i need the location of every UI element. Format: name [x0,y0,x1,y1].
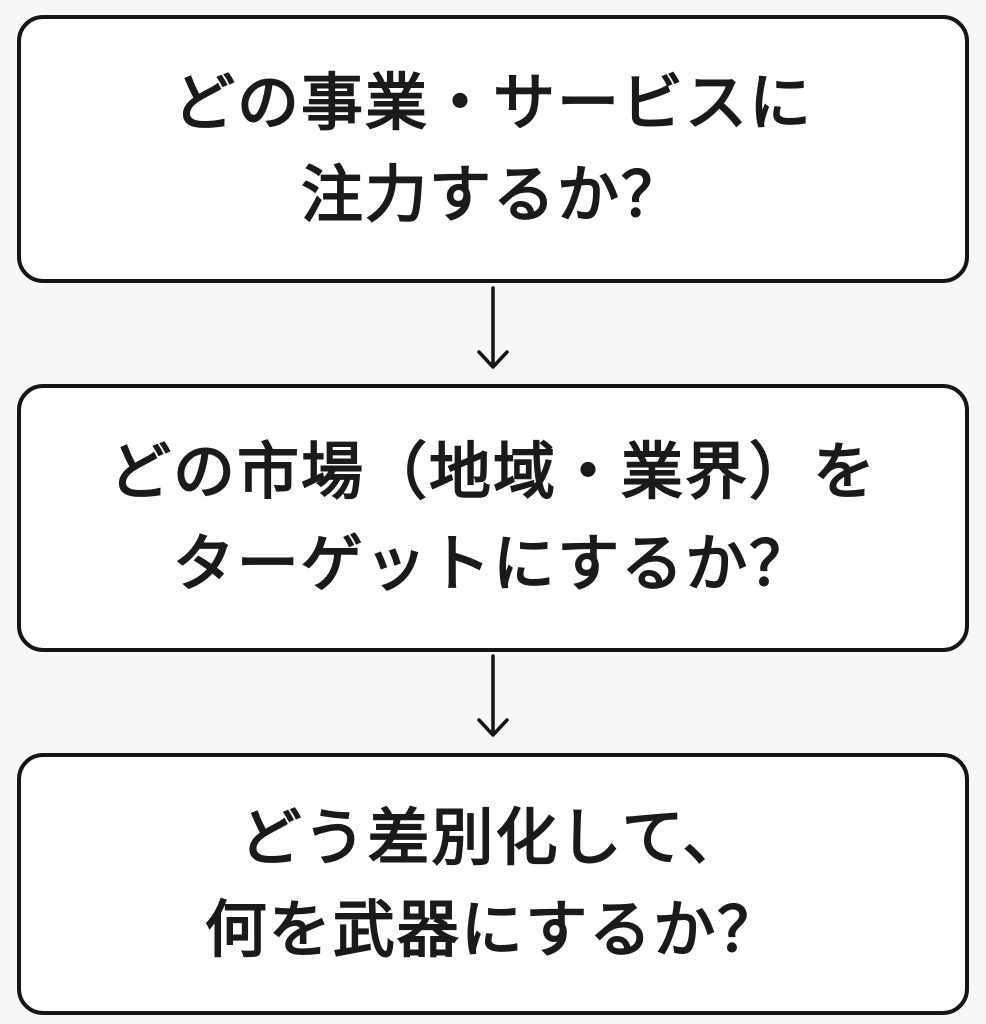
step-3-line-1: どう差別化して、 [239,801,747,874]
step-3-line-2: 何を武器にするか？ [204,893,782,966]
flow-step-1: どの事業・サービスに 注力するか？ [17,15,969,283]
flow-step-2: どの市場（地域・業界）を ターゲットにするか？ [17,384,969,652]
step-2-line-1: どの市場（地域・業界）を [108,435,877,508]
arrow-down-icon [477,654,509,737]
flow-step-3: どう差別化して、 何を武器にするか？ [17,753,969,1015]
arrow-down-icon [477,286,509,369]
step-2-line-2: ターゲットにするか？ [172,527,814,600]
step-1-line-1: どの事業・サービスに [172,66,813,139]
step-1-line-2: 注力するか？ [300,158,685,231]
